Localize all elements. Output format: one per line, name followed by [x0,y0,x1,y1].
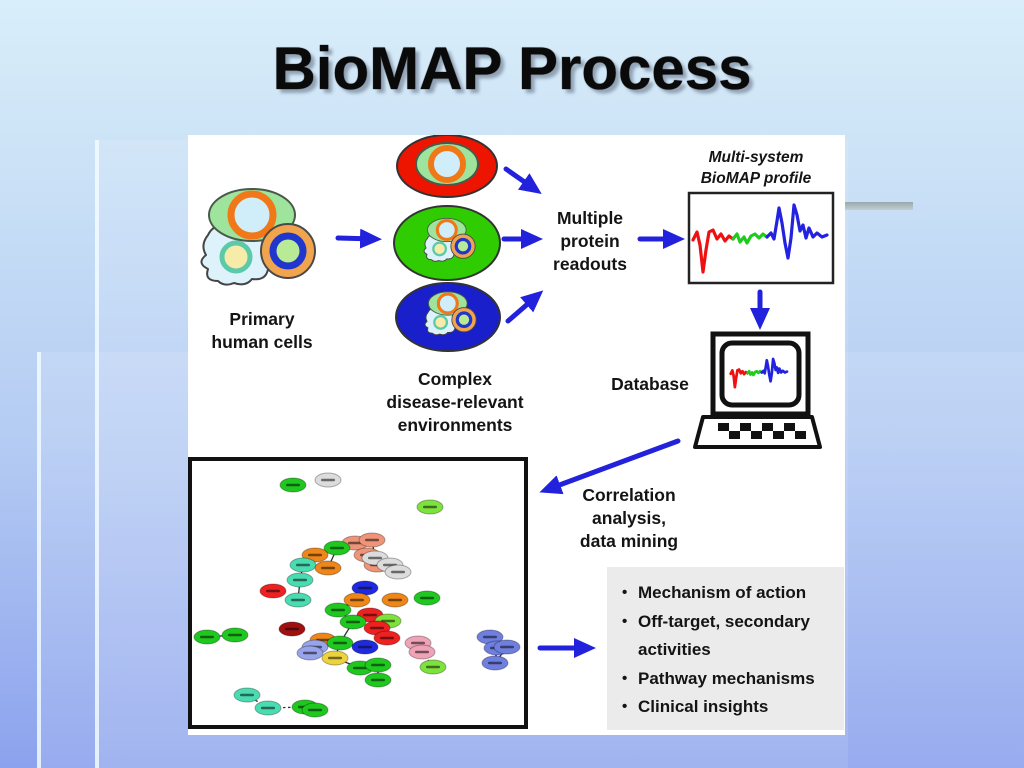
network-nodes [193,472,521,718]
outcome-item: Off-target, secondary activities [617,608,840,665]
primary-cells-illustration [201,189,315,285]
outcome-item: Clinical insights [617,693,840,722]
database-computer-icon [693,331,822,449]
label-primary-cells: Primary human cells [211,309,313,352]
label-readouts: Multiple protein readouts [553,208,627,274]
label-environments: Complex disease-relevant environments [386,369,524,435]
arrow-blue-env-to-readouts [505,290,544,324]
flow-arrows [335,166,770,658]
decor-vertical-line-1 [95,140,99,768]
network-graph [188,457,528,729]
keyboard-keys [718,423,806,439]
label-profile: Multi-system BioMAP profile [700,149,812,187]
profile-waveform [691,203,829,274]
label-database: Database [611,374,689,394]
outcome-item: Pathway mechanisms [617,665,840,694]
label-correlation: Correlation analysis, data mining [579,485,679,551]
arrow-cells-to-environments [335,228,382,249]
diagram-art [188,135,835,729]
outcome-list: Mechanism of action Off-target, secondar… [607,567,844,722]
decor-gray-dash [845,202,913,210]
arrow-red-env-to-readouts [503,166,542,195]
slide-title: BioMAP Process [272,35,752,102]
outcomes-panel: Mechanism of action Off-target, secondar… [607,567,844,730]
outcome-item: Mechanism of action [617,579,840,608]
arrow-database-to-network [539,438,681,495]
environment-ovals [393,135,501,352]
profile-chart [687,191,835,285]
decor-vertical-line-2 [37,352,41,768]
diagram-panel: Primary human cells Complex disease-rele… [188,135,845,735]
